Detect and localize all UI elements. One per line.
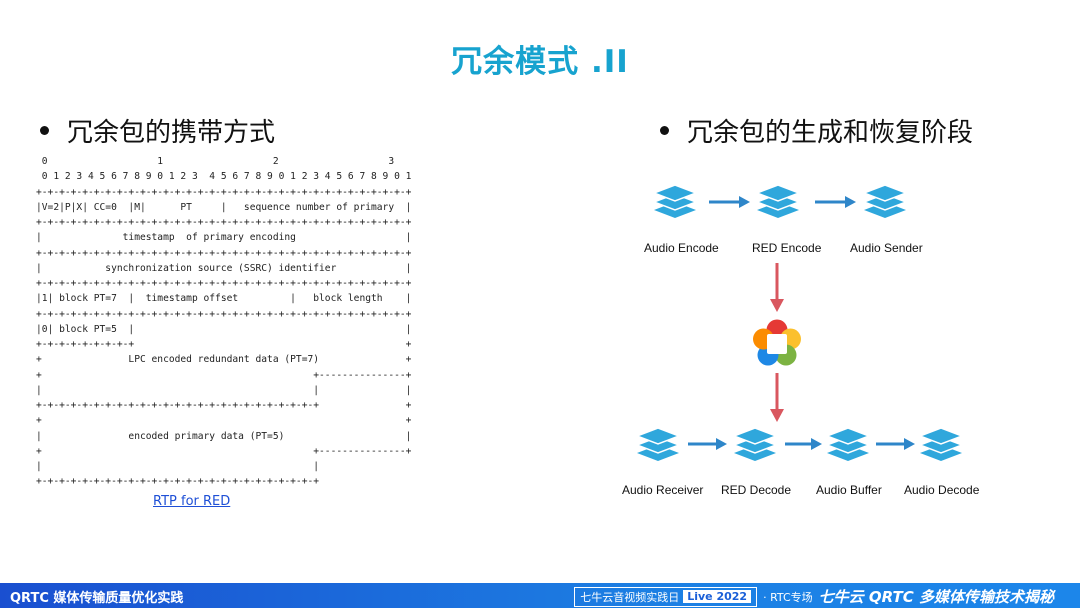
node-label-audio-decode: Audio Decode: [904, 483, 980, 497]
packet-format-line: |0| block PT=5 | |: [36, 323, 412, 335]
brand-tagline: 七牛云 QRTC 多媒体传输技术揭秘: [818, 588, 1054, 606]
event-name: 七牛云音视频实践日: [580, 590, 680, 604]
slide-title: 冗余模式 .II: [451, 44, 629, 80]
event-badge: 七牛云音视频实践日 Live 2022: [574, 586, 758, 607]
packet-format-line: 0 1 2 3 4 5 6 7 8 9 0 1 2 3 4 5 6 7 8 9 …: [36, 171, 412, 183]
flow-arrow-icon: [785, 438, 822, 450]
packet-format-line: +-+-+-+-+-+-+-+-+-+-+-+-+-+-+-+-+-+-+-+-…: [36, 217, 412, 228]
packet-format-line: +-+-+-+-+-+-+-+-+-+-+-+-+-+-+-+-+-+-+-+-…: [36, 308, 412, 320]
down-arrow-icon: [770, 373, 784, 422]
rtp-red-packet-format: 0 1 2 3 0 1 2 3 4 5 6 7 8 9 0 1 2 3 4 5 …: [36, 154, 411, 490]
flow-arrow-icon: [688, 438, 727, 450]
webrtc-logo-icon: [753, 319, 801, 366]
packet-format-line: + LPC encoded redundant data (PT=7) +: [36, 354, 412, 366]
packet-format-line: +-+-+-+-+-+-+-+-+-+-+-+-+-+-+-+-+-+-+-+-…: [36, 278, 412, 289]
right-heading: 冗余包的生成和恢复阶段: [687, 118, 974, 148]
live-badge: Live 2022: [683, 590, 752, 603]
layers-stack-icon: [826, 425, 870, 465]
footer-left-title: QRTC 媒体传输质量优化实践: [10, 591, 184, 606]
packet-format-line: | synchronization source (SSRC) identifi…: [36, 262, 412, 274]
flow-arrow-icon: [876, 438, 915, 450]
packet-format-line: +-+-+-+-+-+-+-+-+-+-+-+-+-+-+-+-+-+-+-+-…: [36, 476, 320, 488]
packet-format-line: + +---------------+: [36, 369, 412, 381]
packet-format-line: +-+-+-+-+-+-+-+-+ +: [36, 339, 412, 350]
right-bullet: 冗余包的生成和恢复阶段: [660, 112, 973, 149]
packet-format-line: | |: [36, 461, 320, 472]
bullet-dot: [40, 126, 49, 135]
packet-format-line: | | |: [36, 384, 412, 396]
node-label-audio-buffer: Audio Buffer: [816, 483, 882, 497]
session-label: · RTC专场: [763, 590, 813, 604]
packet-format-line: +-+-+-+-+-+-+-+-+-+-+-+-+-+-+-+-+-+-+-+-…: [36, 400, 412, 411]
packet-format-line: +-+-+-+-+-+-+-+-+-+-+-+-+-+-+-+-+-+-+-+-…: [36, 247, 412, 259]
left-bullet: 冗余包的携带方式: [40, 112, 275, 149]
layers-stack-icon: [756, 182, 800, 222]
layers-stack-icon: [733, 425, 777, 465]
layers-stack-icon: [653, 182, 697, 222]
packet-format-line: + +---------------+: [36, 445, 412, 457]
footer-right: 七牛云音视频实践日 Live 2022 · RTC专场 七牛云 QRTC 多媒体…: [574, 586, 1054, 607]
left-heading: 冗余包的携带方式: [67, 118, 276, 148]
node-label-audio-encode: Audio Encode: [644, 241, 719, 255]
packet-format-line: 0 1 2 3: [36, 156, 395, 167]
packet-format-line: | encoded primary data (PT=5) |: [36, 430, 412, 442]
flow-arrow-icon: [815, 196, 856, 208]
layers-stack-icon: [863, 182, 907, 222]
packet-format-line: + +: [36, 415, 412, 427]
node-label-red-encode: RED Encode: [752, 241, 822, 255]
node-label-audio-sender: Audio Sender: [850, 241, 923, 255]
footer-bar: QRTC 媒体传输质量优化实践 七牛云音视频实践日 Live 2022 · RT…: [0, 583, 1080, 608]
packet-format-line: | timestamp of primary encoding |: [36, 232, 412, 244]
flow-arrow-icon: [709, 196, 750, 208]
layers-stack-icon: [636, 425, 680, 465]
node-label-red-decode: RED Decode: [721, 483, 792, 497]
packet-format-line: |V=2|P|X| CC=0 |M| PT | sequence number …: [36, 201, 412, 213]
down-arrow-icon: [770, 263, 784, 312]
layers-stack-icon: [919, 425, 963, 465]
packet-format-line: +-+-+-+-+-+-+-+-+-+-+-+-+-+-+-+-+-+-+-+-…: [36, 186, 412, 198]
rtp-for-red-link[interactable]: RTP for RED: [153, 494, 231, 509]
bullet-dot: [660, 126, 669, 135]
packet-format-line: |1| block PT=7 | timestamp offset | bloc…: [36, 293, 412, 305]
node-label-audio-receiver: Audio Receiver: [622, 483, 704, 497]
